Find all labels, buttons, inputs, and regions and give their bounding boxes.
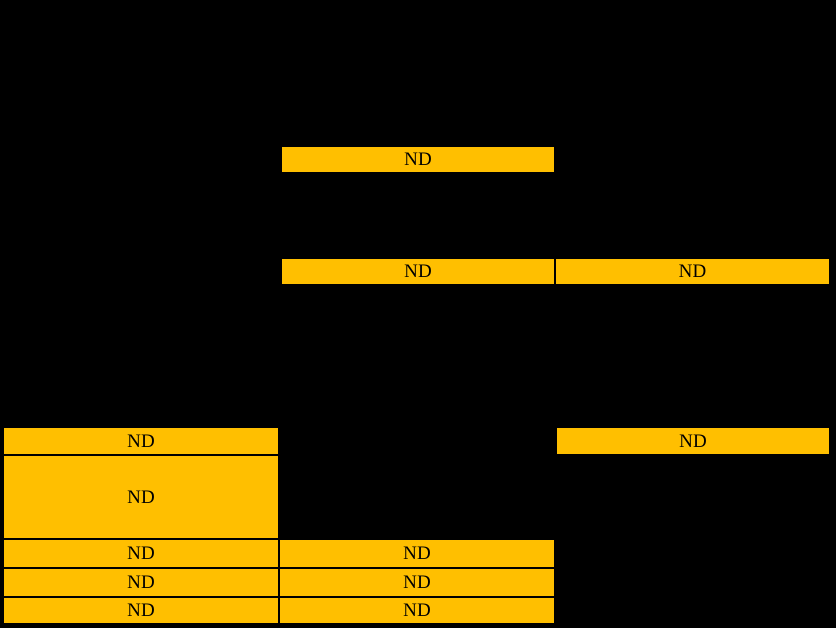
block-r6-c2-label: ND: [403, 572, 431, 593]
block-r5-c1[interactable]: ND: [3, 539, 279, 568]
block-r6-c1[interactable]: ND: [3, 568, 279, 597]
block-r3-right[interactable]: ND: [556, 427, 830, 455]
block-r3-right-label: ND: [679, 430, 707, 452]
block-r7-c1[interactable]: ND: [3, 597, 279, 624]
block-r7-c2[interactable]: ND: [279, 597, 555, 624]
block-r5-c2[interactable]: ND: [279, 539, 555, 568]
block-r7-c2-label: ND: [403, 600, 431, 621]
block-r4-left-tall[interactable]: ND: [3, 455, 279, 539]
block-r2-c1-label: ND: [404, 261, 432, 282]
block-r3-left-top[interactable]: ND: [3, 427, 279, 455]
block-r2-c1[interactable]: ND: [281, 258, 555, 285]
block-r6-c1-label: ND: [127, 572, 155, 593]
block-r2-c2-label: ND: [678, 261, 707, 282]
block-r3-left-top-label: ND: [127, 430, 155, 452]
block-r4-left-tall-label: ND: [127, 486, 155, 508]
block-r5-c2-label: ND: [403, 543, 431, 564]
block-r2-c2[interactable]: ND: [555, 258, 830, 285]
block-r7-c1-label: ND: [127, 600, 155, 621]
block-r1-c1-label: ND: [404, 149, 432, 170]
block-r1-c1[interactable]: ND: [281, 146, 555, 173]
block-r5-c1-label: ND: [127, 543, 155, 564]
block-r6-c2[interactable]: ND: [279, 568, 555, 597]
